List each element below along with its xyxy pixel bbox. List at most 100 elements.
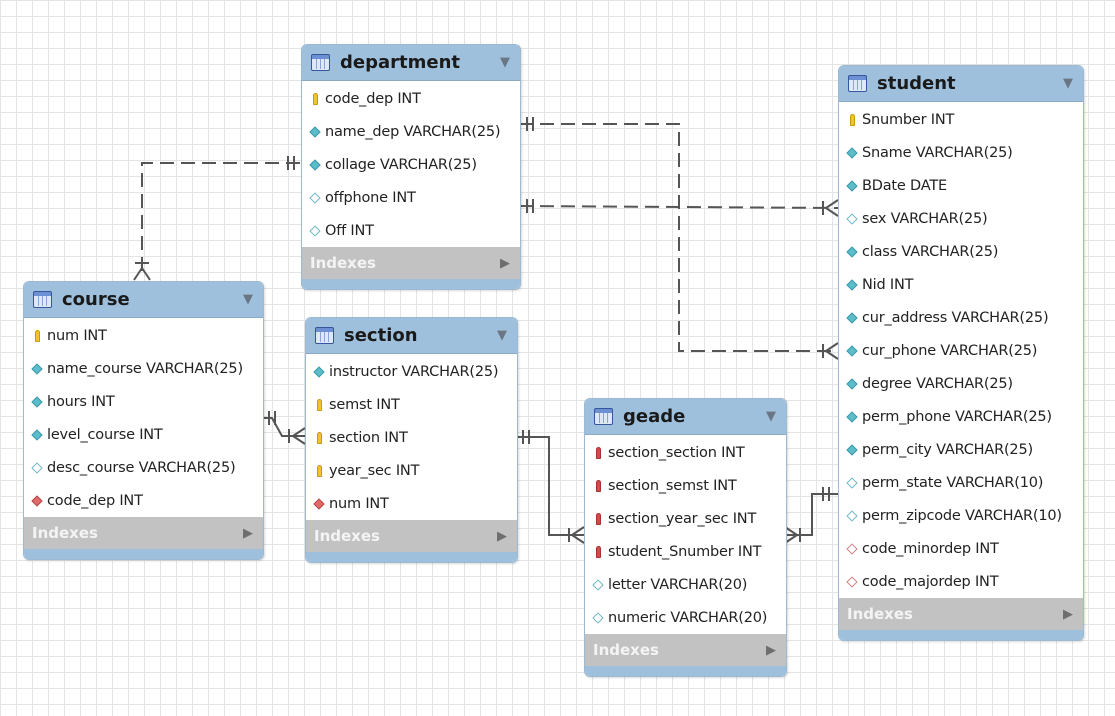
indexes-label: Indexes bbox=[847, 605, 913, 623]
column-row[interactable]: BDate DATE bbox=[839, 169, 1083, 202]
column-row[interactable]: degree VARCHAR(25) bbox=[839, 367, 1083, 400]
primary-key-icon bbox=[30, 329, 44, 343]
indexes-section[interactable]: Indexes ▶ bbox=[839, 598, 1083, 630]
table-header[interactable]: student ▼ bbox=[839, 66, 1083, 102]
rel-department-course-one-mark bbox=[287, 156, 295, 170]
column-row[interactable]: student_Snumber INT bbox=[585, 535, 786, 568]
rel-student-geade-many-mark bbox=[784, 526, 801, 544]
column-row[interactable]: section INT bbox=[306, 421, 517, 454]
collapse-arrow-icon[interactable]: ▼ bbox=[500, 55, 510, 70]
column-row[interactable]: cur_phone VARCHAR(25) bbox=[839, 334, 1083, 367]
indexes-section[interactable]: Indexes ▶ bbox=[302, 247, 520, 279]
column-row[interactable]: desc_course VARCHAR(25) bbox=[24, 451, 263, 484]
rel-student-geade[interactable] bbox=[785, 493, 838, 536]
rel-section-geade[interactable] bbox=[516, 436, 584, 536]
collapse-arrow-icon[interactable]: ▼ bbox=[243, 292, 253, 307]
indexes-section[interactable]: Indexes ▶ bbox=[306, 520, 517, 552]
column-row[interactable]: Snumber INT bbox=[839, 103, 1083, 136]
column-row[interactable]: perm_zipcode VARCHAR(10) bbox=[839, 499, 1083, 532]
column-row[interactable]: Nid INT bbox=[839, 268, 1083, 301]
primary-key-icon bbox=[312, 431, 326, 445]
expand-arrow-icon[interactable]: ▶ bbox=[243, 525, 253, 541]
nullable-foreign-key-icon bbox=[845, 575, 859, 589]
nullable-column-icon bbox=[591, 611, 605, 625]
table-course[interactable]: course ▼ num INT name_course VARCHAR(25) h… bbox=[23, 281, 264, 560]
column-row[interactable]: code_dep INT bbox=[24, 484, 263, 517]
column-row[interactable]: instructor VARCHAR(25) bbox=[306, 355, 517, 388]
column-row[interactable]: name_dep VARCHAR(25) bbox=[302, 115, 520, 148]
table-header[interactable]: department ▼ bbox=[302, 45, 520, 81]
column-row[interactable]: num INT bbox=[24, 319, 263, 352]
expand-arrow-icon[interactable]: ▶ bbox=[1063, 606, 1073, 622]
column-row[interactable]: level_course INT bbox=[24, 418, 263, 451]
column-row[interactable]: sex VARCHAR(25) bbox=[839, 202, 1083, 235]
nullable-column-icon bbox=[308, 191, 322, 205]
column-label: Sname VARCHAR(25) bbox=[862, 144, 1013, 161]
column-list: instructor VARCHAR(25) semst INT section I… bbox=[306, 354, 517, 520]
column-row[interactable]: section_section INT bbox=[585, 436, 786, 469]
column-row[interactable]: code_dep INT bbox=[302, 82, 520, 115]
column-row[interactable]: perm_city VARCHAR(25) bbox=[839, 433, 1083, 466]
collapse-arrow-icon[interactable]: ▼ bbox=[766, 409, 776, 424]
expand-arrow-icon[interactable]: ▶ bbox=[497, 528, 507, 544]
table-icon bbox=[311, 54, 330, 71]
column-row[interactable]: cur_address VARCHAR(25) bbox=[839, 301, 1083, 334]
column-row[interactable]: numeric VARCHAR(20) bbox=[585, 601, 786, 634]
column-row[interactable]: section_semst INT bbox=[585, 469, 786, 502]
column-label: name_course VARCHAR(25) bbox=[47, 360, 243, 377]
column-row[interactable]: code_majordep INT bbox=[839, 565, 1083, 598]
column-row[interactable]: Sname VARCHAR(25) bbox=[839, 136, 1083, 169]
rel-department-student-2[interactable] bbox=[518, 205, 839, 209]
table-title: course bbox=[62, 289, 130, 310]
column-row[interactable]: semst INT bbox=[306, 388, 517, 421]
not-null-column-icon bbox=[30, 428, 44, 442]
not-null-column-icon bbox=[308, 125, 322, 139]
column-row[interactable]: collage VARCHAR(25) bbox=[302, 148, 520, 181]
indexes-label: Indexes bbox=[593, 641, 659, 659]
column-label: hours INT bbox=[47, 393, 115, 410]
column-row[interactable]: class VARCHAR(25) bbox=[839, 235, 1083, 268]
column-row[interactable]: perm_phone VARCHAR(25) bbox=[839, 400, 1083, 433]
column-row[interactable]: perm_state VARCHAR(10) bbox=[839, 466, 1083, 499]
table-student[interactable]: student ▼ Snumber INT Sname VARCHAR(25) BD… bbox=[838, 65, 1084, 641]
rel-department-course-many-mark bbox=[133, 262, 151, 281]
column-row[interactable]: year_sec INT bbox=[306, 454, 517, 487]
expand-arrow-icon[interactable]: ▶ bbox=[766, 642, 776, 658]
table-header[interactable]: course ▼ bbox=[24, 282, 263, 318]
collapse-arrow-icon[interactable]: ▼ bbox=[497, 328, 507, 343]
table-footer bbox=[302, 279, 520, 289]
rel-department-student-1[interactable] bbox=[519, 123, 838, 352]
column-row[interactable]: offphone INT bbox=[302, 181, 520, 214]
primary-key-icon bbox=[308, 92, 322, 106]
column-row[interactable]: num INT bbox=[306, 487, 517, 520]
table-icon bbox=[33, 291, 52, 308]
column-row[interactable]: Off INT bbox=[302, 214, 520, 247]
column-label: num INT bbox=[329, 495, 389, 512]
column-row[interactable]: name_course VARCHAR(25) bbox=[24, 352, 263, 385]
indexes-label: Indexes bbox=[314, 527, 380, 545]
table-header[interactable]: geade ▼ bbox=[585, 399, 786, 435]
not-null-column-icon bbox=[312, 365, 326, 379]
foreign-key-icon bbox=[312, 497, 326, 511]
foreign-primary-key-icon bbox=[591, 512, 605, 526]
table-department[interactable]: department ▼ code_dep INT name_dep VARCHA… bbox=[301, 44, 521, 290]
rel-department-course[interactable] bbox=[141, 162, 300, 278]
column-row[interactable]: letter VARCHAR(20) bbox=[585, 568, 786, 601]
column-row[interactable]: code_minordep INT bbox=[839, 532, 1083, 565]
indexes-section[interactable]: Indexes ▶ bbox=[24, 517, 263, 549]
column-row[interactable]: section_year_sec INT bbox=[585, 502, 786, 535]
table-header[interactable]: section ▼ bbox=[306, 318, 517, 354]
column-label: offphone INT bbox=[325, 189, 416, 206]
collapse-arrow-icon[interactable]: ▼ bbox=[1063, 76, 1073, 91]
primary-key-icon bbox=[845, 113, 859, 127]
column-row[interactable]: hours INT bbox=[24, 385, 263, 418]
table-section[interactable]: section ▼ instructor VARCHAR(25) semst IN… bbox=[305, 317, 518, 563]
primary-key-icon bbox=[312, 464, 326, 478]
indexes-section[interactable]: Indexes ▶ bbox=[585, 634, 786, 666]
expand-arrow-icon[interactable]: ▶ bbox=[500, 255, 510, 271]
column-label: semst INT bbox=[329, 396, 400, 413]
column-label: name_dep VARCHAR(25) bbox=[325, 123, 501, 140]
